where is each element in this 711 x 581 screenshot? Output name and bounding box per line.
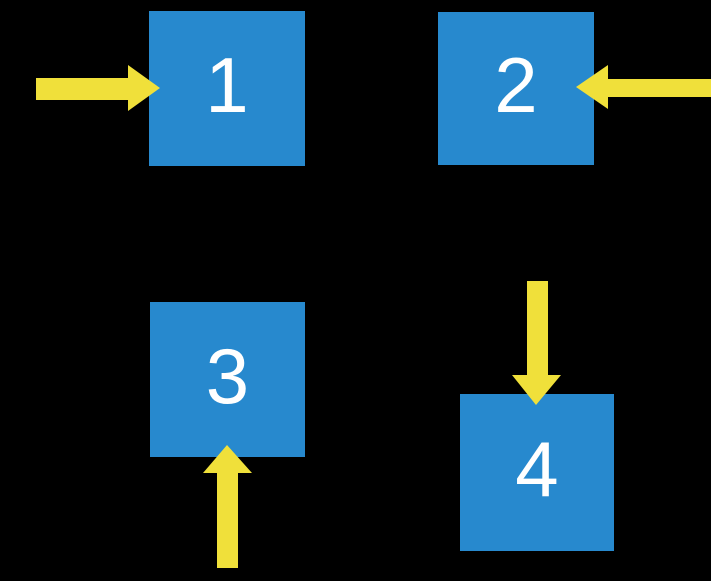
square-1-label: 1 [205, 40, 249, 129]
square-3: 3 [150, 302, 305, 457]
square-4: 4 [460, 394, 614, 551]
arrow-up-icon [203, 445, 252, 568]
arrow-left-icon [576, 65, 711, 109]
square-1: 1 [149, 11, 305, 166]
square-2: 2 [438, 12, 594, 165]
square-2-label: 2 [494, 40, 538, 129]
square-4-label: 4 [515, 424, 559, 513]
arrow-down-icon [512, 281, 561, 405]
arrow-right-icon [36, 65, 160, 111]
square-3-label: 3 [205, 331, 250, 420]
